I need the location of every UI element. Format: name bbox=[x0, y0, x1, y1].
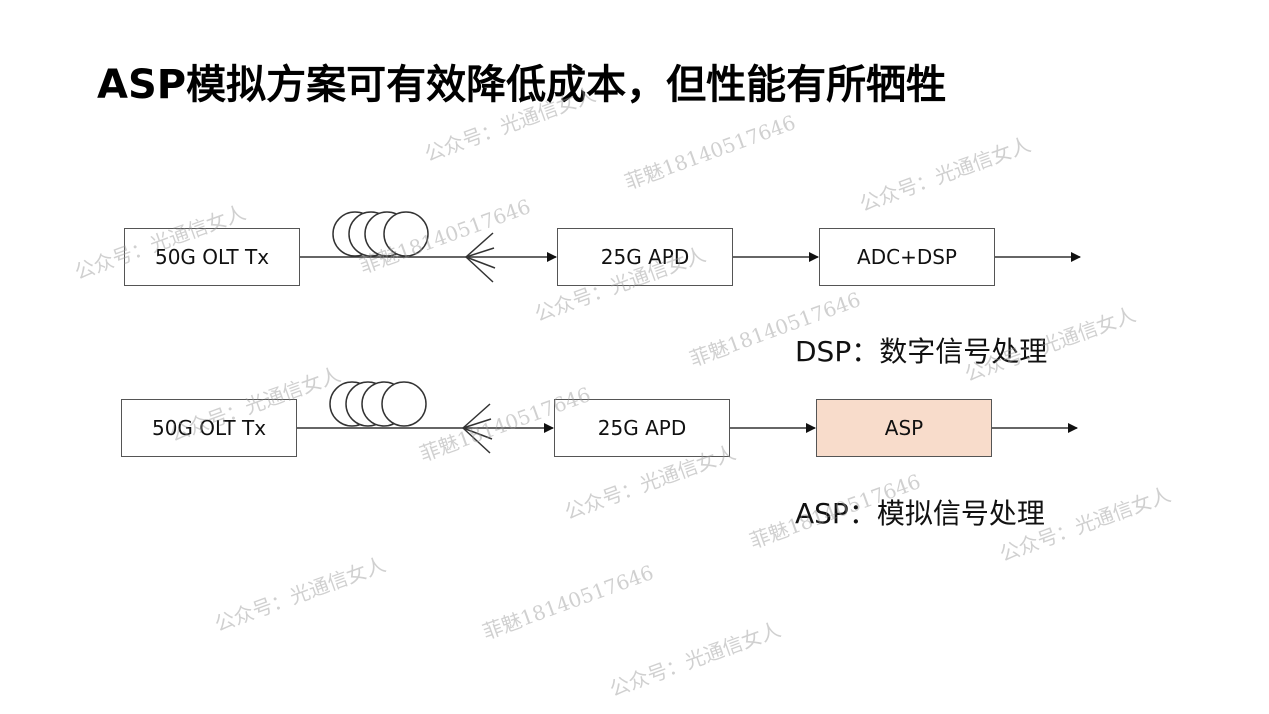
fiber-coil-icon-1 bbox=[332, 211, 429, 257]
splitter-icon-1 bbox=[465, 232, 496, 283]
fiber-coil-icon-2 bbox=[329, 381, 427, 427]
olt-tx-box-2: 50G OLT Tx bbox=[121, 399, 297, 457]
asp-note: ASP：模拟信号处理 bbox=[795, 497, 1045, 530]
splitter-icon-2 bbox=[462, 403, 493, 454]
asp-box: ASP bbox=[816, 399, 992, 457]
apd-box-2: 25G APD bbox=[554, 399, 730, 457]
adc-dsp-box: ADC+DSP bbox=[819, 228, 995, 286]
olt-tx-box-1: 50G OLT Tx bbox=[124, 228, 300, 286]
dsp-note: DSP：数字信号处理 bbox=[795, 335, 1048, 368]
slide-title: ASP模拟方案可有效降低成本，但性能有所牺牲 bbox=[97, 62, 947, 108]
apd-box-1: 25G APD bbox=[557, 228, 733, 286]
